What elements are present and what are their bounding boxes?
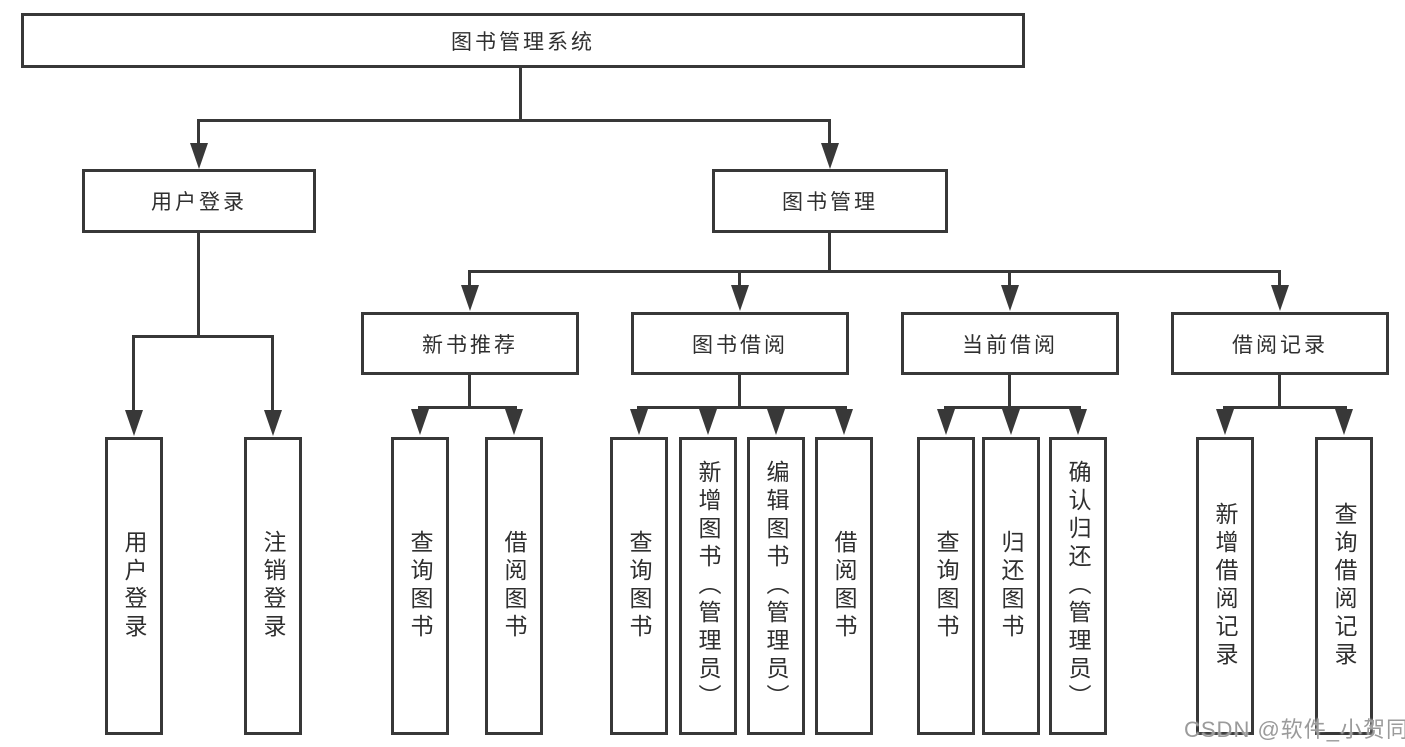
arrow-down-icon: [937, 409, 955, 435]
node-user-login-label: 用户登录: [151, 191, 247, 214]
node-book-borrowing: 图书借阅: [631, 312, 849, 375]
node-root-label: 图书管理系统: [451, 30, 595, 54]
arrow-down-icon: [461, 285, 479, 311]
arrow-down-icon: [767, 409, 785, 435]
connector-group-bar: [944, 406, 1081, 409]
arrow-down-icon: [505, 409, 523, 435]
connector-leg: [828, 119, 831, 146]
leaf-query-books-current: 查询图书: [917, 437, 975, 735]
node-new-book-recommend: 新书推荐: [361, 312, 579, 375]
arrow-down-icon: [1335, 409, 1353, 435]
connector-leg: [197, 119, 200, 146]
arrow-down-icon: [1271, 285, 1289, 311]
connector-user-login-bar: [132, 335, 274, 338]
arrow-down-icon: [1002, 409, 1020, 435]
arrow-down-icon: [699, 409, 717, 435]
arrow-down-icon: [630, 409, 648, 435]
connector-stem: [1278, 375, 1281, 409]
leaf-label: 查询借阅记录: [1331, 502, 1357, 670]
node-root: 图书管理系统: [21, 13, 1025, 68]
arrow-down-icon: [1001, 285, 1019, 311]
arrow-down-icon: [411, 409, 429, 435]
leaf-query-borrow-record: 查询借阅记录: [1315, 437, 1373, 735]
node-book-management: 图书管理: [712, 169, 948, 233]
leaf-add-books-admin: 新增图书（管理员）: [679, 437, 737, 735]
connector-leg: [271, 335, 274, 412]
leaf-query-books-borrowing: 查询图书: [610, 437, 668, 735]
node-current-borrowing: 当前借阅: [901, 312, 1119, 375]
node-user-login: 用户登录: [82, 169, 316, 233]
leaf-label: 借阅图书: [501, 530, 527, 642]
node-borrowing-records: 借阅记录: [1171, 312, 1389, 375]
leaf-label: 查询图书: [407, 530, 433, 642]
leaf-label: 查询图书: [626, 530, 652, 642]
connector-book-management-stem: [828, 233, 831, 272]
node-borrowing-records-label: 借阅记录: [1232, 333, 1328, 357]
leaf-user-login: 用户登录: [105, 437, 163, 735]
node-book-management-label: 图书管理: [782, 191, 878, 214]
leaf-logout: 注销登录: [244, 437, 302, 735]
arrow-down-icon: [264, 410, 282, 436]
arrow-down-icon: [125, 410, 143, 436]
leaf-logout-label: 注销登录: [260, 530, 286, 642]
node-current-borrowing-label: 当前借阅: [962, 333, 1058, 357]
connector-root-stem: [519, 68, 522, 121]
leaf-add-borrow-record: 新增借阅记录: [1196, 437, 1254, 735]
arrow-down-icon: [821, 143, 839, 169]
arrow-down-icon: [835, 409, 853, 435]
leaf-label: 新增图书（管理员）: [695, 460, 721, 712]
connector-stem: [468, 375, 471, 409]
leaf-label: 编辑图书（管理员）: [763, 460, 789, 712]
node-book-borrowing-label: 图书借阅: [692, 333, 788, 357]
connector-stem: [738, 375, 741, 409]
connector-level1-bar: [197, 119, 831, 122]
leaf-query-books-recommend: 查询图书: [391, 437, 449, 735]
node-new-book-recommend-label: 新书推荐: [422, 333, 518, 357]
leaf-label: 确认归还（管理员）: [1065, 460, 1091, 712]
arrow-down-icon: [731, 285, 749, 311]
connector-leg: [468, 270, 471, 288]
leaf-borrow-books: 借阅图书: [815, 437, 873, 735]
connector-leg: [1008, 270, 1011, 288]
leaf-edit-books-admin: 编辑图书（管理员）: [747, 437, 805, 735]
csdn-watermark: CSDN @软件_小贺同学: [1184, 717, 1405, 742]
connector-stem: [1008, 375, 1011, 409]
leaf-label: 新增借阅记录: [1212, 502, 1238, 670]
leaf-confirm-return-admin: 确认归还（管理员）: [1049, 437, 1107, 735]
leaf-return-books: 归还图书: [982, 437, 1040, 735]
arrow-down-icon: [1216, 409, 1234, 435]
leaf-label: 查询图书: [933, 530, 959, 642]
connector-group-bar: [637, 406, 847, 409]
leaf-label: 归还图书: [998, 530, 1024, 642]
leaf-label: 借阅图书: [831, 530, 857, 642]
connector-group-bar: [418, 406, 517, 409]
leaf-user-login-label: 用户登录: [121, 530, 147, 642]
arrow-down-icon: [190, 143, 208, 169]
connector-group-bar: [1223, 406, 1347, 409]
arrow-down-icon: [1069, 409, 1087, 435]
connector-user-login-stem: [197, 233, 200, 337]
connector-leg: [1278, 270, 1281, 288]
leaf-borrow-books-recommend: 借阅图书: [485, 437, 543, 735]
connector-level2-bar: [468, 270, 1281, 273]
connector-leg: [738, 270, 741, 288]
connector-leg: [132, 335, 135, 412]
